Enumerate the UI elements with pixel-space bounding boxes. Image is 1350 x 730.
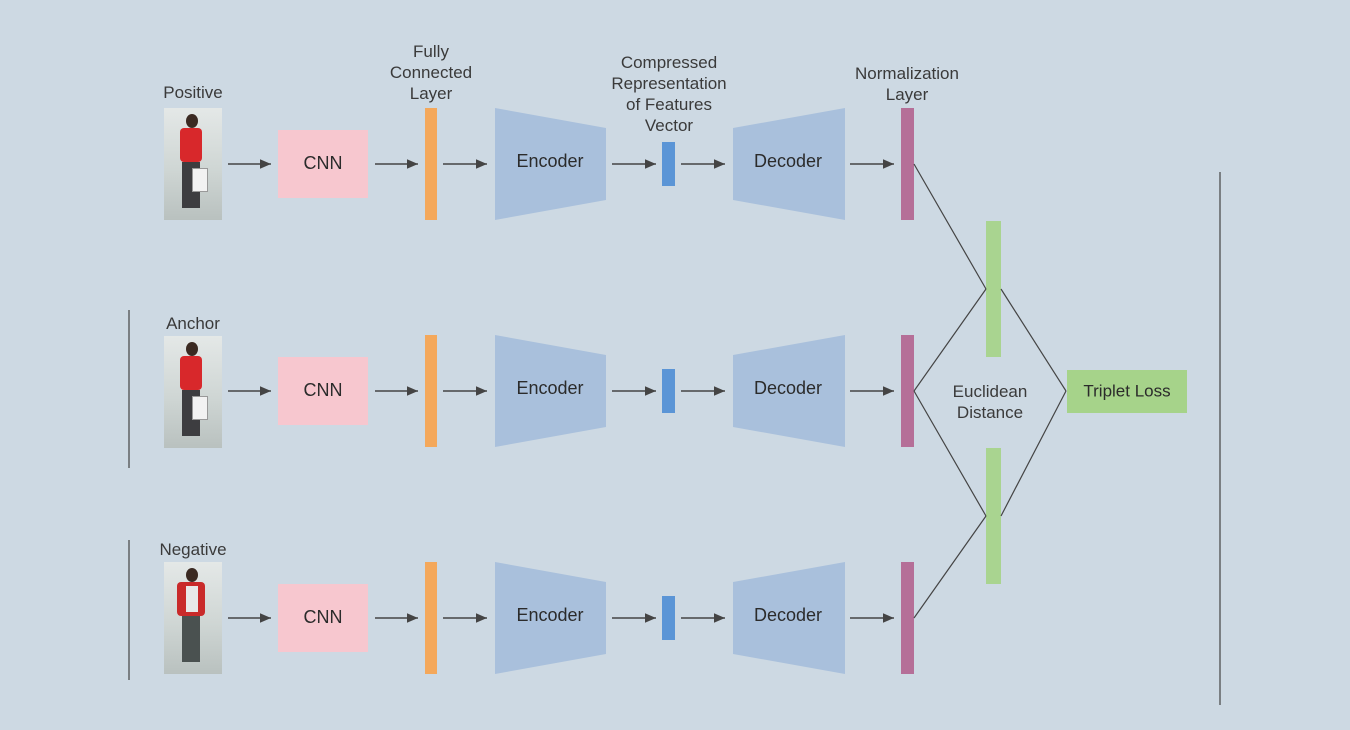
anchor-encoder-label: Encoder <box>516 378 583 398</box>
normalization-layer-label: Normalization Layer <box>855 64 959 104</box>
euclidean-distance-label: Euclidean Distance <box>952 382 1028 422</box>
connector-anchor-to-top-distance <box>913 288 987 392</box>
negative-fully-connected-bar <box>425 562 437 674</box>
euclidean-distance-bar-bottom <box>986 448 1001 584</box>
triplet-loss-label: Triplet Loss <box>1083 381 1170 400</box>
anchor-encoder-block <box>495 335 606 447</box>
anchor-normalization-bar <box>901 335 914 447</box>
connector-positive-to-distance <box>913 163 987 290</box>
positive-normalization-bar <box>901 108 914 220</box>
connector-negative-to-distance <box>913 515 987 619</box>
positive-compressed-vector <box>662 142 675 186</box>
negative-normalization-bar <box>901 562 914 674</box>
fully-connected-layer-label: Fully Connected Layer <box>389 42 473 103</box>
positive-encoder-block <box>495 108 606 220</box>
negative-cnn-block <box>278 584 368 652</box>
connector-bottom-distance-to-loss <box>1000 390 1067 517</box>
anchor-compressed-vector <box>662 369 675 413</box>
anchor-cnn-label: CNN <box>304 380 343 400</box>
negative-decoder-block <box>733 562 845 674</box>
anchor-cnn-block <box>278 357 368 425</box>
anchor-label: Anchor <box>166 314 220 333</box>
anchor-fully-connected-bar <box>425 335 437 447</box>
positive-label: Positive <box>163 83 223 102</box>
anchor-decoder-block <box>733 335 845 447</box>
negative-person-image <box>164 562 222 674</box>
negative-encoder-label: Encoder <box>516 605 583 625</box>
connector-top-distance-to-loss <box>1000 288 1067 392</box>
negative-compressed-vector <box>662 596 675 640</box>
positive-encoder-label: Encoder <box>516 151 583 171</box>
negative-encoder-block <box>495 562 606 674</box>
positive-decoder-label: Decoder <box>754 151 822 171</box>
negative-decoder-label: Decoder <box>754 605 822 625</box>
euclidean-distance-bar-top <box>986 221 1001 357</box>
positive-decoder-block <box>733 108 845 220</box>
positive-fully-connected-bar <box>425 108 437 220</box>
positive-person-image <box>164 108 222 220</box>
negative-label: Negative <box>159 540 227 559</box>
positive-cnn-label: CNN <box>304 153 343 173</box>
triplet-loss-box <box>1067 370 1187 413</box>
anchor-person-image <box>164 336 222 448</box>
negative-cnn-label: CNN <box>304 607 343 627</box>
compressed-representation-label: Compressed Representation of Features Ve… <box>611 53 727 135</box>
positive-cnn-block <box>278 130 368 198</box>
connector-anchor-to-bottom-distance <box>913 390 987 517</box>
anchor-decoder-label: Decoder <box>754 378 822 398</box>
